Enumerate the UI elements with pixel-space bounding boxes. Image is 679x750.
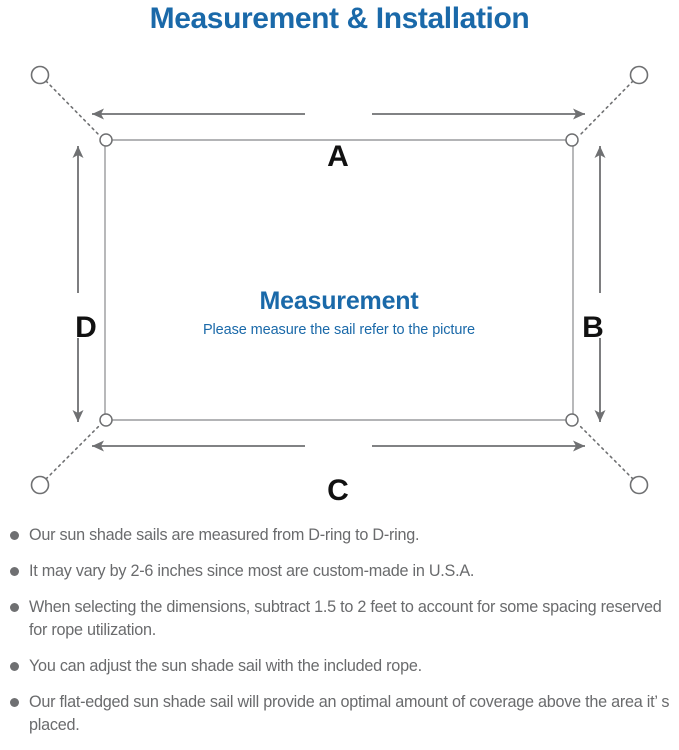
dimension-label-a: A [327, 140, 349, 173]
anchor-top-right-icon [629, 65, 649, 85]
dimension-label-c: C [327, 474, 349, 507]
sail-measurement-diagram: Measurement Please measure the sail refe… [0, 48, 679, 518]
d-ring-top-right-icon [565, 133, 579, 147]
dimension-label-b: B [582, 311, 604, 344]
anchor-bottom-right-icon [629, 475, 649, 495]
page-title: Measurement & Installation [149, 2, 530, 35]
note-item: Our sun shade sails are measured from D-… [0, 524, 679, 547]
note-item: Our flat-edged sun shade sail will provi… [0, 691, 679, 737]
bullet-icon [10, 603, 19, 612]
rope-top-right [578, 80, 634, 137]
dimension-label-d: D [75, 311, 97, 344]
note-item: It may vary by 2-6 inches since most are… [0, 560, 679, 583]
bullet-icon [10, 698, 19, 707]
rope-top-left [45, 80, 101, 137]
bullet-icon [10, 531, 19, 540]
bullet-icon [10, 662, 19, 671]
d-ring-bottom-right-icon [565, 413, 579, 427]
sail-rectangle [104, 139, 574, 421]
diagram-svg [30, 65, 649, 495]
rope-bottom-right [578, 424, 634, 480]
note-text: Our flat-edged sun shade sail will provi… [29, 693, 670, 734]
note-text: It may vary by 2-6 inches since most are… [29, 562, 475, 580]
rope-bottom-left [45, 424, 101, 480]
bullet-icon [10, 567, 19, 576]
note-item: You can adjust the sun shade sail with t… [0, 655, 679, 678]
note-text: Our sun shade sails are measured from D-… [29, 526, 420, 544]
anchor-bottom-left-icon [30, 475, 50, 495]
note-text: When selecting the dimensions, subtract … [29, 598, 662, 639]
note-text: You can adjust the sun shade sail with t… [29, 657, 422, 675]
notes-list: Our sun shade sails are measured from D-… [0, 524, 679, 750]
d-ring-top-left-icon [99, 133, 113, 147]
d-ring-bottom-left-icon [99, 413, 113, 427]
anchor-top-left-icon [30, 65, 50, 85]
note-item: When selecting the dimensions, subtract … [0, 596, 679, 642]
